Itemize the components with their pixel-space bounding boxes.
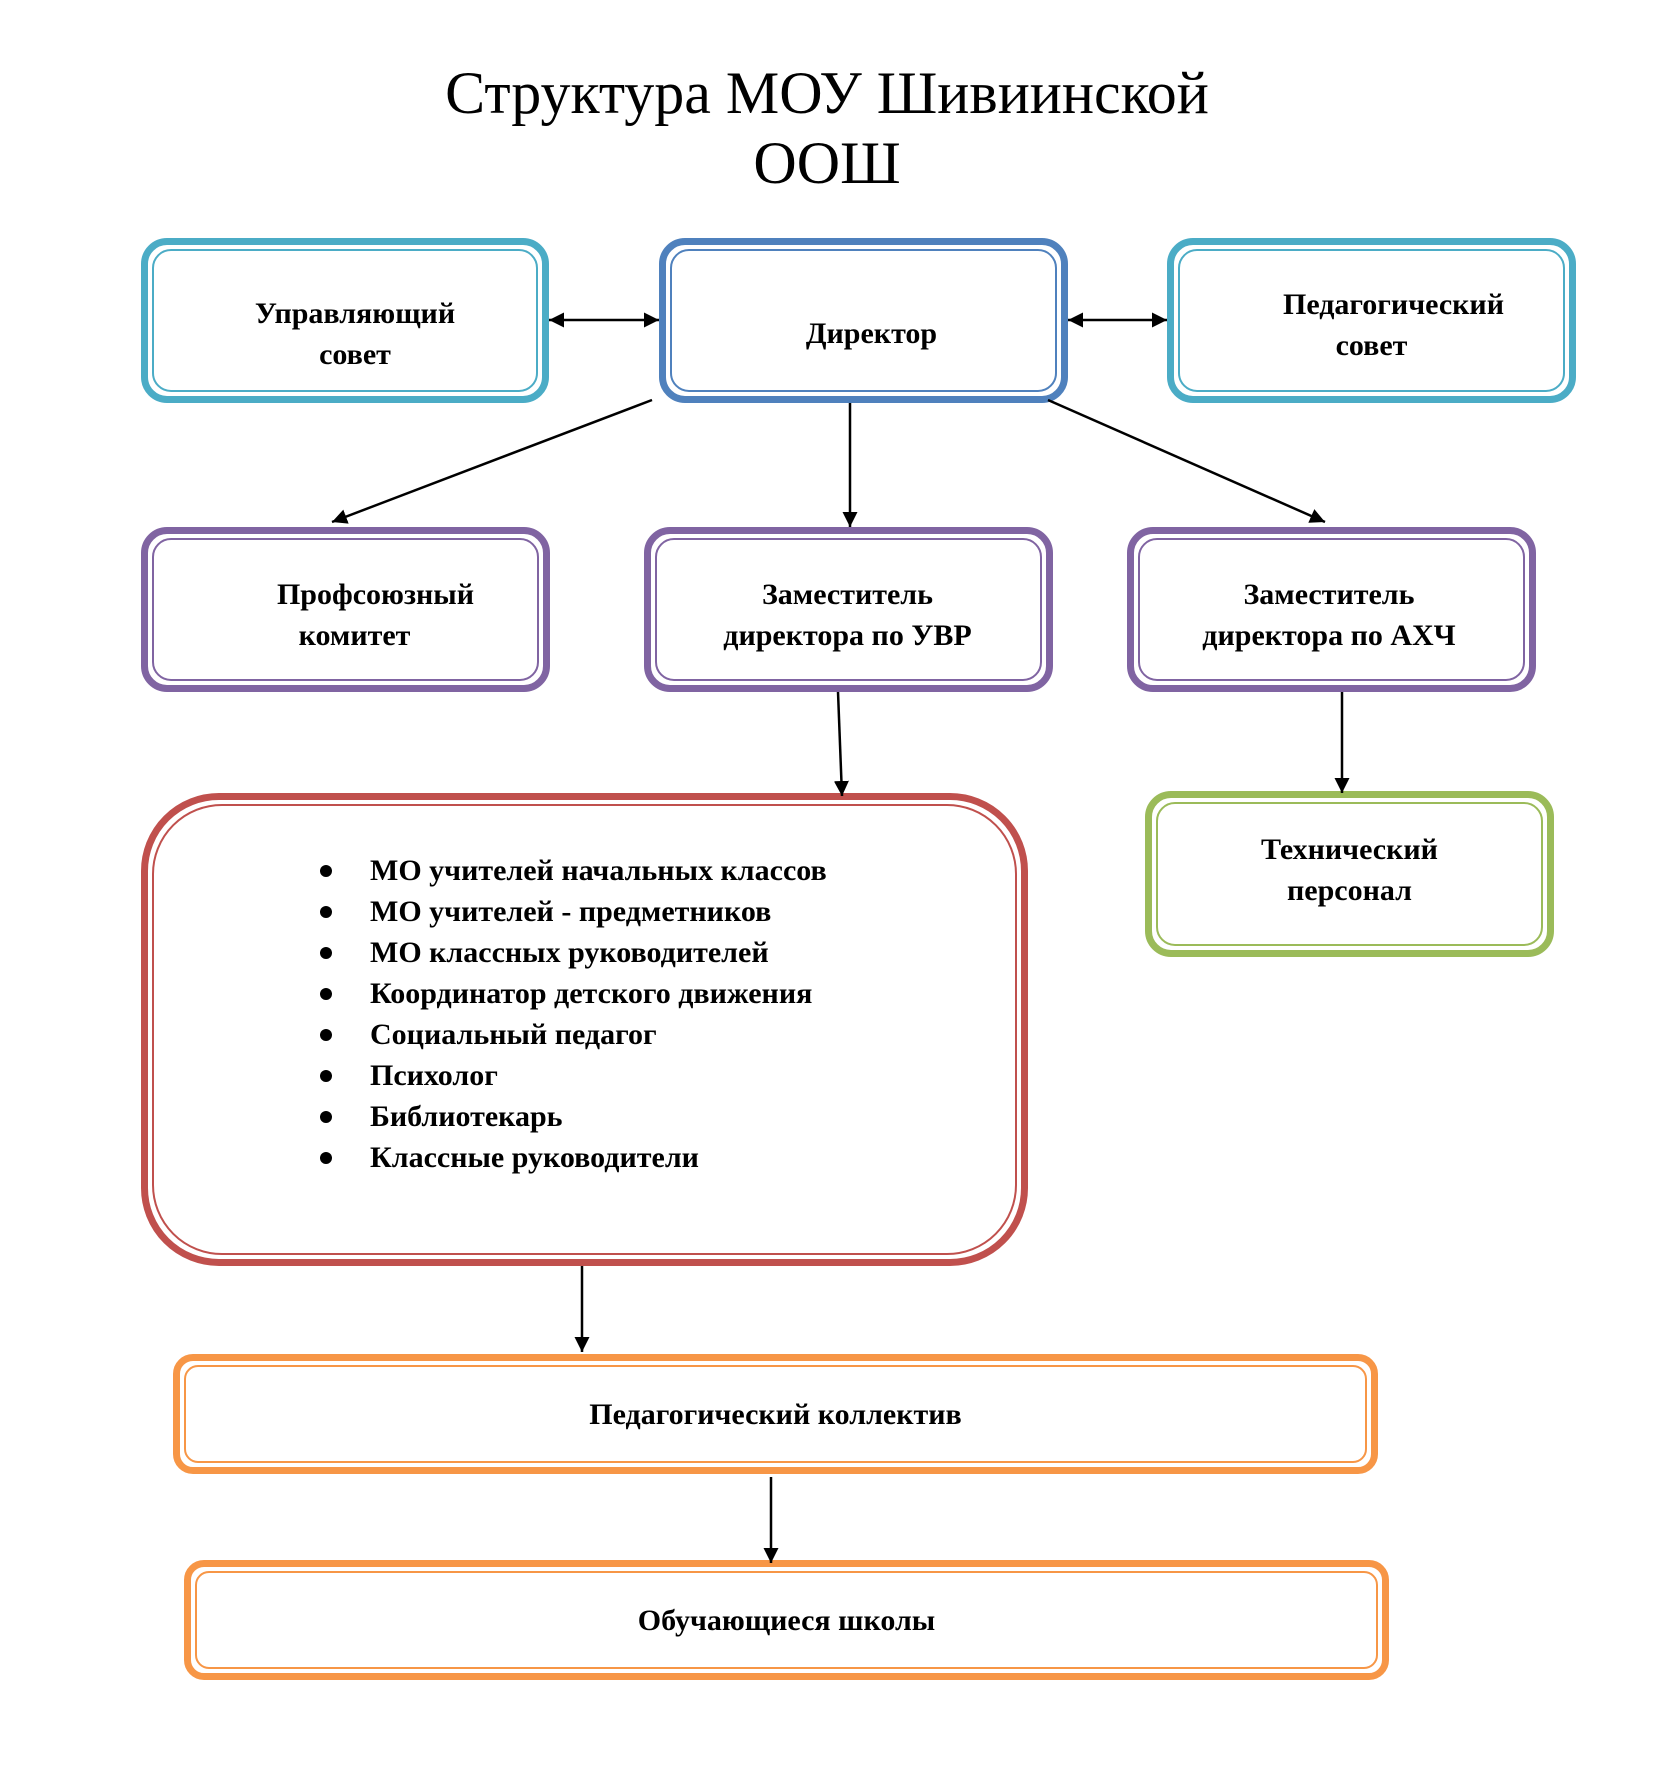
deputy-director-ahch-box: Заместитель директора по АХЧ — [1127, 527, 1536, 692]
arrow-director-deputy-ahch — [1047, 398, 1326, 524]
students-box: Обучающиеся школы — [184, 1560, 1389, 1680]
trade-union-committee-box: Профсоюзный комитет — [141, 527, 550, 692]
pedagogical-council-box: Педагогический совет — [1167, 238, 1576, 403]
arrow-deputy-uvr-methodical-units — [833, 691, 849, 797]
diagram-title: Структура МОУ Шивиинской ООШ — [0, 58, 1654, 198]
arrow-director-trade-union — [331, 398, 653, 524]
technical-staff-box: Технический персонал — [1145, 791, 1554, 957]
deputy-director-uvr-box: Заместитель директора по УВР — [644, 527, 1053, 692]
methodical-units-box: МО учителей начальных классов МО учителе… — [141, 793, 1028, 1266]
teaching-staff-box: Педагогический коллектив — [173, 1354, 1378, 1474]
governing-council-box: Управляющий совет — [141, 238, 549, 403]
diagram-title-line-2: ООШ — [753, 130, 901, 196]
director-box: Директор — [659, 238, 1068, 403]
diagram-title-line-1: Структура МОУ Шивиинской — [445, 60, 1209, 126]
